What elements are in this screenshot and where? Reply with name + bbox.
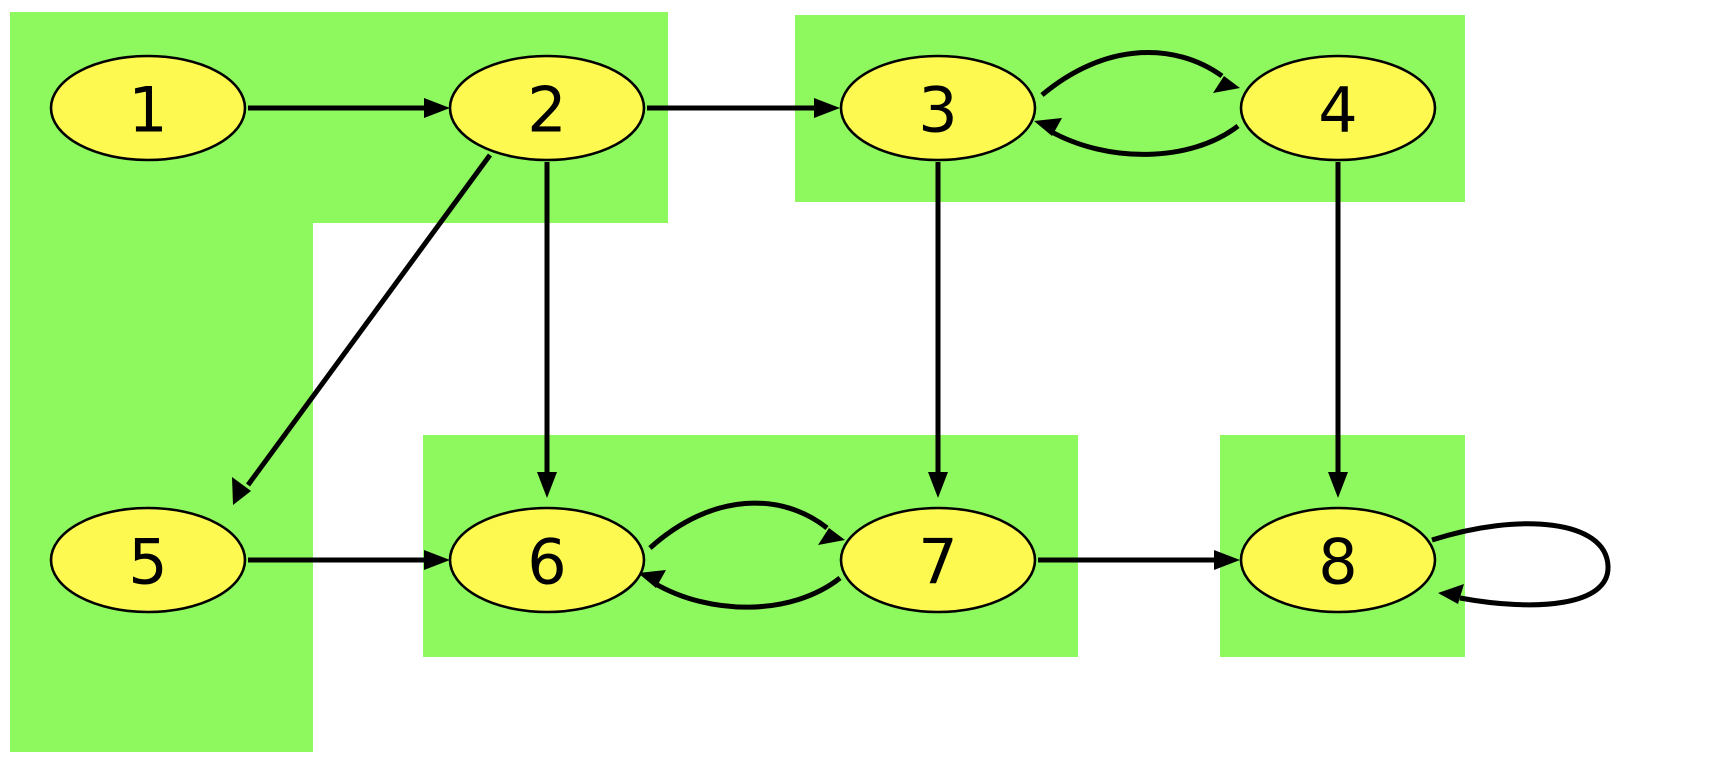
node-7[interactable]: 7 [839,506,1037,614]
arrowhead-icon [424,98,450,118]
node-shape[interactable] [448,506,646,614]
edge-3-to-7[interactable] [928,162,948,498]
edge-2-to-5[interactable] [232,153,493,505]
edge-3-to-4[interactable] [1040,50,1240,97]
edge-line [652,576,842,610]
edge-5-to-6[interactable] [248,550,450,570]
edge-7-to-8[interactable] [1038,550,1240,570]
node-4[interactable]: 4 [1239,54,1437,162]
node-6[interactable]: 6 [448,506,646,614]
arrowhead-icon [1214,550,1240,570]
edges-layer [232,50,1611,610]
arrowhead-icon [1328,472,1348,498]
node-shape[interactable] [839,54,1037,162]
edge-line [245,153,493,487]
edge-4-to-3[interactable] [1034,118,1240,157]
edge-line [648,500,829,550]
edge-2-to-3[interactable] [647,98,840,118]
node-3[interactable]: 3 [839,54,1037,162]
edge-6-to-7[interactable] [648,500,845,550]
node-shape[interactable] [448,54,646,162]
edge-line [1040,50,1224,97]
node-1[interactable]: 1 [49,54,247,162]
node-shape[interactable] [1239,506,1437,614]
arrowhead-icon [1034,118,1062,136]
node-2[interactable]: 2 [448,54,646,162]
edge-8-self-loop[interactable] [1431,521,1611,608]
arrowhead-icon [1438,584,1464,604]
arrowhead-icon [537,472,557,498]
edge-line [1431,521,1611,608]
node-8[interactable]: 8 [1239,506,1437,614]
edge-line [1048,124,1240,157]
node-shape[interactable] [49,506,247,614]
arrowhead-icon [818,528,845,545]
arrowhead-icon [424,550,450,570]
edge-7-to-6[interactable] [638,570,842,610]
arrowhead-icon [1213,76,1240,93]
node-shape[interactable] [839,506,1037,614]
arrowhead-icon [638,570,666,588]
arrowhead-icon [928,472,948,498]
edge-2-to-6[interactable] [537,162,557,498]
edge-4-to-8[interactable] [1328,162,1348,498]
node-5[interactable]: 5 [49,506,247,614]
node-shape[interactable] [49,54,247,162]
edge-1-to-2[interactable] [248,98,450,118]
node-shape[interactable] [1239,54,1437,162]
arrowhead-icon [814,98,840,118]
arrowhead-icon [232,477,251,505]
